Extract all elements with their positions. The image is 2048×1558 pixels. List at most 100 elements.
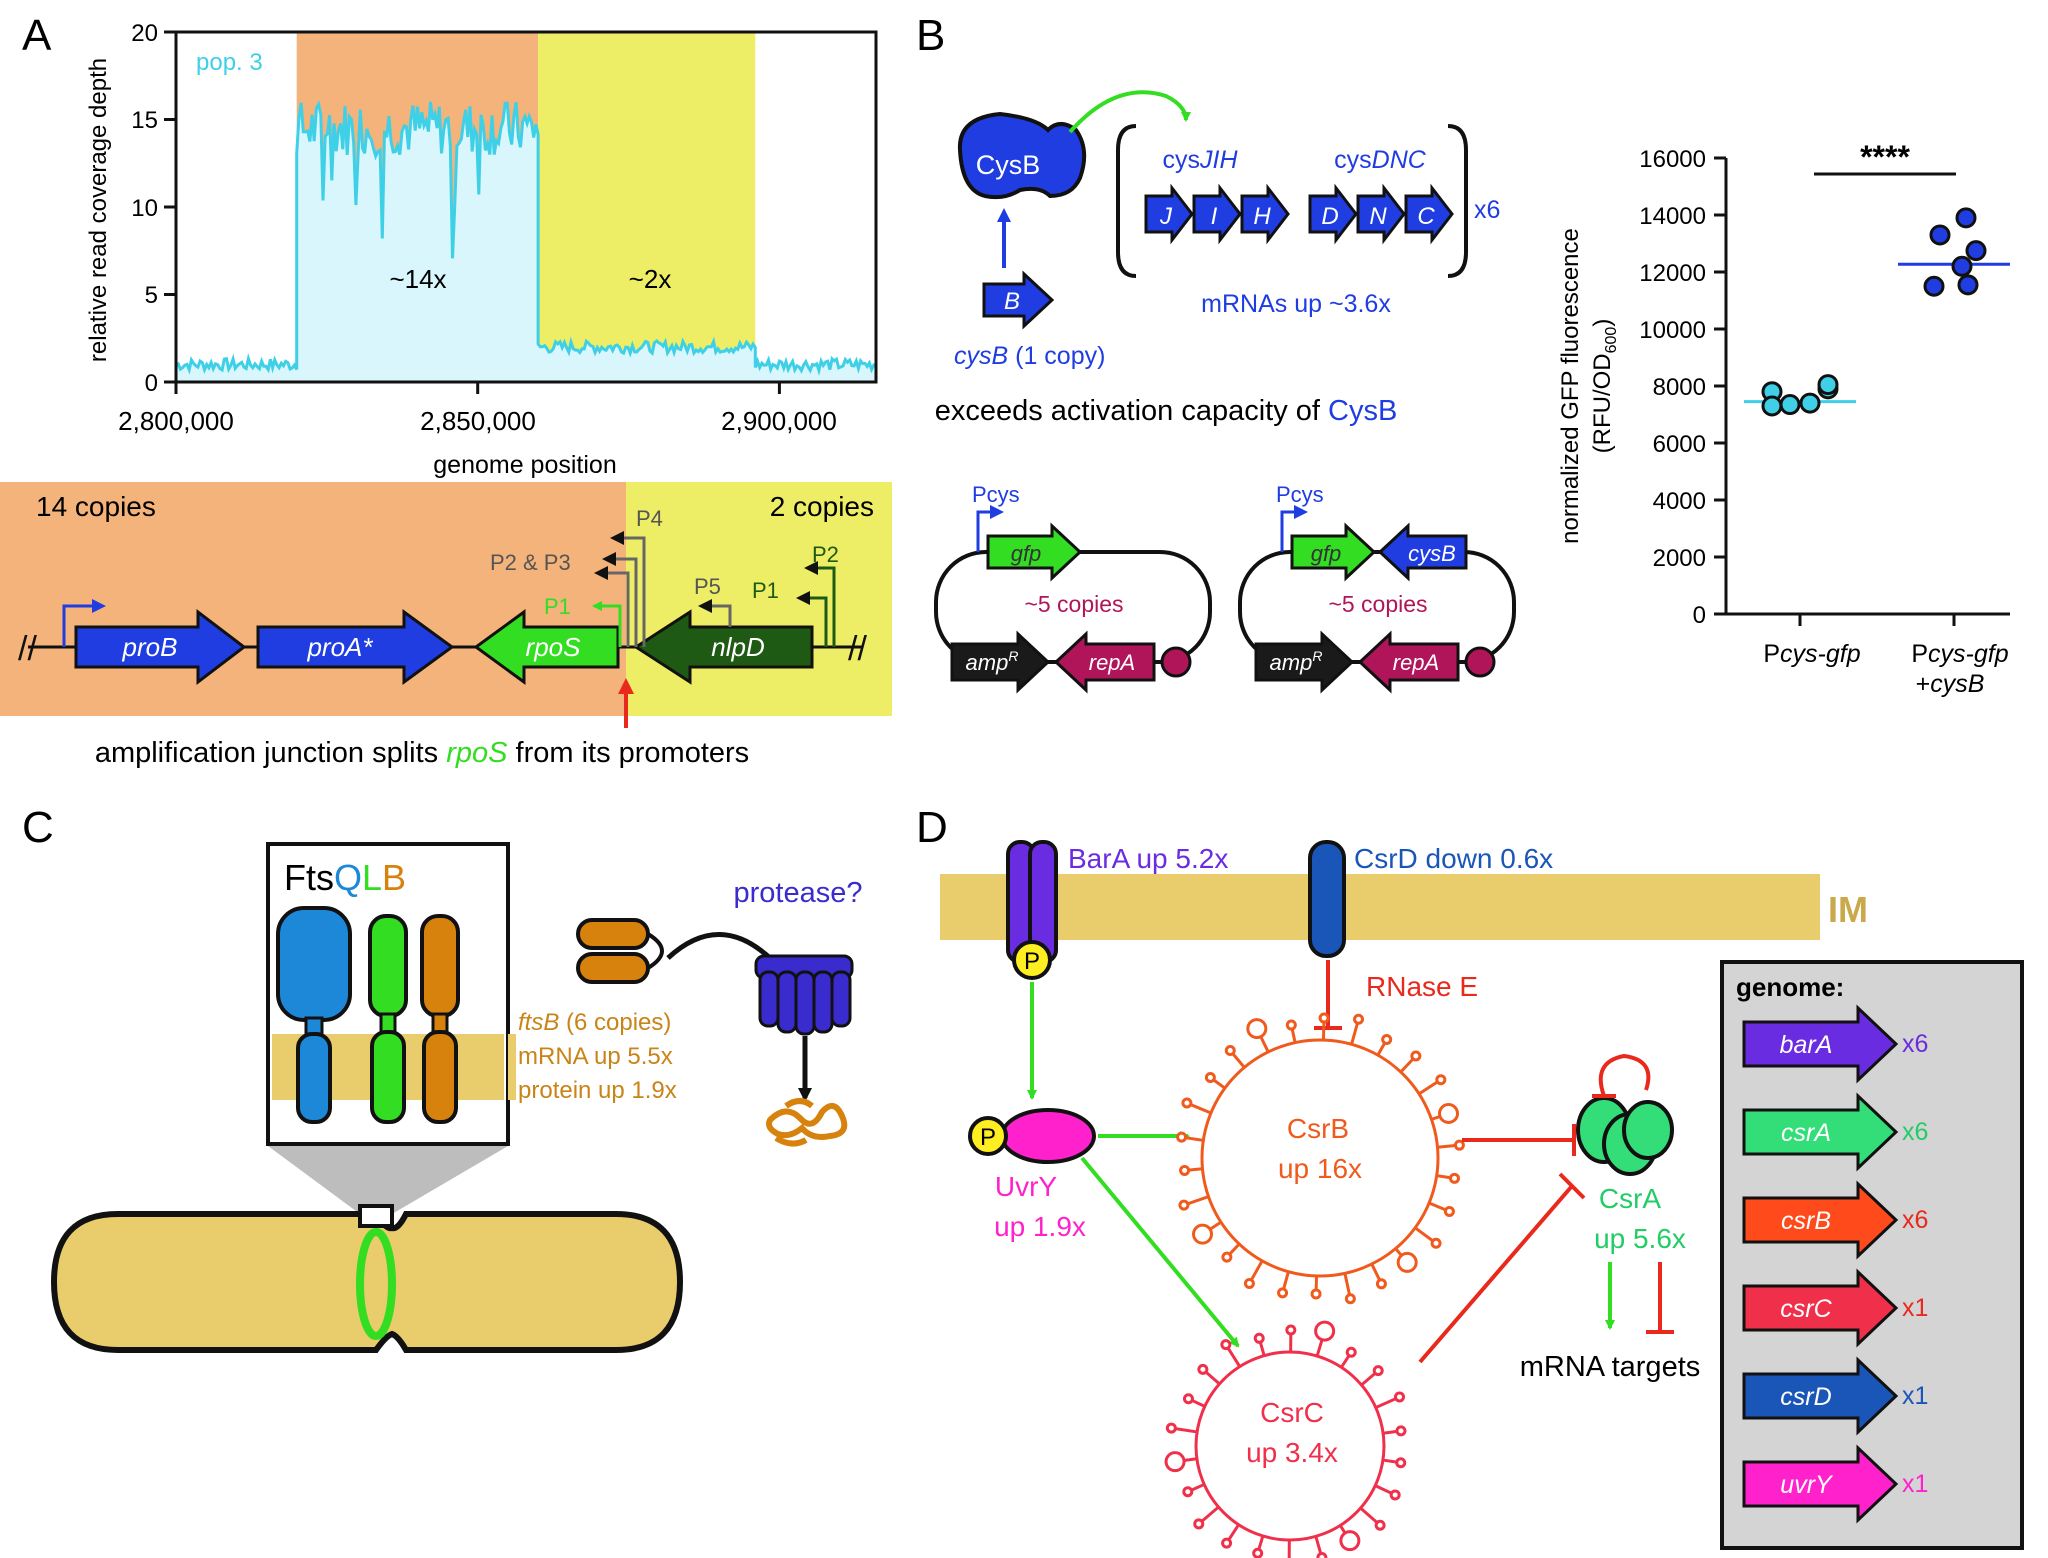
csra-autoregulation xyxy=(1598,1053,1651,1097)
rna-loop xyxy=(1285,1324,1297,1336)
gfp-y-tick-label: 10000 xyxy=(1639,317,1706,344)
caption-post: from its promoters xyxy=(507,737,749,769)
rna-backbone xyxy=(1194,1350,1386,1542)
rna-loop xyxy=(1316,1552,1328,1558)
gene-cysD xyxy=(1308,183,1358,245)
promoter-P5-label: P5 xyxy=(694,574,721,599)
rna-loop xyxy=(1224,1045,1236,1057)
genome-gene-label: uvrY xyxy=(1780,1471,1834,1499)
x-tick-label: 2,800,000 xyxy=(118,406,234,436)
rna-stem xyxy=(1188,1167,1203,1172)
rna-loop xyxy=(1220,1339,1232,1351)
ftsL-protein xyxy=(368,914,408,1124)
gfp-x-label-1: Pcys-gfp xyxy=(1763,640,1860,668)
promoter-nlpD-P2 xyxy=(804,561,836,647)
csrc-name: CsrC xyxy=(1260,1397,1324,1428)
gfp-y-tick-label: 14000 xyxy=(1639,203,1706,230)
gene-cysN xyxy=(1356,183,1406,245)
region-2-copies xyxy=(626,482,892,716)
gfp-x2-it: cys-gfp xyxy=(1928,640,2009,668)
plasmid-gfp-gene xyxy=(986,522,1083,582)
genome-gene-copies: x1 xyxy=(1902,1470,1928,1498)
rna-stem xyxy=(1399,1057,1415,1074)
rna-loop xyxy=(1381,1033,1393,1045)
shade-2x xyxy=(538,32,756,382)
rna-stem xyxy=(1228,1242,1241,1256)
csrd-label: CsrD down 0.6x xyxy=(1354,843,1553,874)
operon-dnc-genes: DNC xyxy=(1372,146,1427,174)
rna-stem xyxy=(1428,1201,1447,1212)
plasmid2-promoter-label: Pcys xyxy=(1276,482,1324,507)
rna-loop xyxy=(1253,1332,1265,1344)
gene-proB xyxy=(74,608,247,686)
rna-stem xyxy=(1436,1174,1451,1180)
promoter-P2P3 xyxy=(594,566,630,647)
rna-stem xyxy=(1190,1483,1205,1492)
x-tick-label: 2,850,000 xyxy=(420,406,536,436)
rna-loop xyxy=(1165,1422,1177,1434)
panel-a: A pop. 3 ~14x ~2x 0 5 10 15 20 xyxy=(0,11,892,769)
protease-icon xyxy=(754,954,854,1036)
cysb-protein xyxy=(957,111,1087,200)
genome-gene-arrow xyxy=(1742,1004,1899,1084)
rna-loop xyxy=(1252,1547,1264,1558)
gfp-data-point xyxy=(1957,274,1979,296)
fts-title: FtsQLB xyxy=(284,857,406,898)
gfp-y-tick-label: 8000 xyxy=(1653,374,1706,401)
cysb-gene-name: cysB xyxy=(954,342,1008,370)
uvry-phospho xyxy=(968,1116,1008,1156)
operon-dnc-label: cysDNC xyxy=(1334,146,1427,174)
gfp-data-point xyxy=(1951,255,1973,277)
gene-rpoS xyxy=(473,609,620,685)
copies-14-label: 14 copies xyxy=(36,491,156,522)
fts-title-q: Q xyxy=(334,857,362,898)
rna-loop xyxy=(1178,1199,1190,1211)
y-axis-ticks: 0 5 10 15 20 xyxy=(131,20,176,397)
protease-barrel-3 xyxy=(794,970,816,1036)
plasmid2-rep-label: repA xyxy=(1393,650,1439,675)
rna-stem xyxy=(1350,1022,1359,1045)
gene-nlpD xyxy=(633,609,814,685)
promoter-P4 xyxy=(610,531,646,647)
uvry-up-label: up 1.9x xyxy=(994,1211,1086,1242)
plasmid2-gfp-gene xyxy=(1290,522,1377,582)
rna-loop xyxy=(1318,1012,1330,1024)
ftsQ-tm xyxy=(296,1032,332,1124)
rna-stem xyxy=(1437,1144,1456,1149)
gfp-y-label-sub: 600 xyxy=(1603,327,1620,354)
uvry-to-csrc xyxy=(1080,1156,1240,1348)
rna-stem xyxy=(1250,1260,1264,1281)
promoter-nlpD-P1 xyxy=(796,591,828,647)
csra-lobe-3 xyxy=(1622,1100,1674,1160)
exceeds-pre: exceeds activation capacity of xyxy=(935,395,1328,427)
rna-loop xyxy=(1182,1393,1194,1405)
gfp-x2-pre: P xyxy=(1911,640,1928,668)
rna-stem xyxy=(1227,1523,1240,1541)
gene-cysC xyxy=(1404,183,1454,245)
gene-cysH-label: H xyxy=(1253,203,1271,230)
bara-receptor: P xyxy=(1006,840,1058,980)
genome-gene-copies: x1 xyxy=(1902,1294,1928,1322)
rna-stem xyxy=(1226,1347,1242,1368)
rna-loop xyxy=(1204,1072,1216,1084)
break-right: // xyxy=(848,630,867,668)
rna-stem xyxy=(1414,1226,1434,1243)
protease-barrel-2 xyxy=(776,970,798,1034)
ftsL-periplasm xyxy=(368,914,408,1018)
plasmid-rep-gene xyxy=(1053,630,1156,694)
rna-loop xyxy=(1243,1277,1255,1289)
plasmid-gfp: Pcys gfp ~5 copies ampR repA xyxy=(934,482,1212,694)
rna-stem xyxy=(1374,1484,1393,1495)
csra-protein xyxy=(1576,1096,1674,1176)
caption-pre: amplification junction splits xyxy=(95,737,446,769)
ftsB-tm xyxy=(422,1030,458,1124)
rnase-label: RNase E xyxy=(1366,971,1478,1002)
rna-loop xyxy=(1374,1519,1386,1531)
csrd-receptor xyxy=(1308,840,1346,958)
promoter-proB xyxy=(62,599,106,647)
plasmid-gfp-cysb: Pcys gfp cysB ~5 copies ampR repA xyxy=(1238,482,1516,694)
rna-loop xyxy=(1339,1530,1361,1552)
rna-loop xyxy=(1221,1251,1233,1263)
rna-stem xyxy=(1282,1271,1290,1290)
